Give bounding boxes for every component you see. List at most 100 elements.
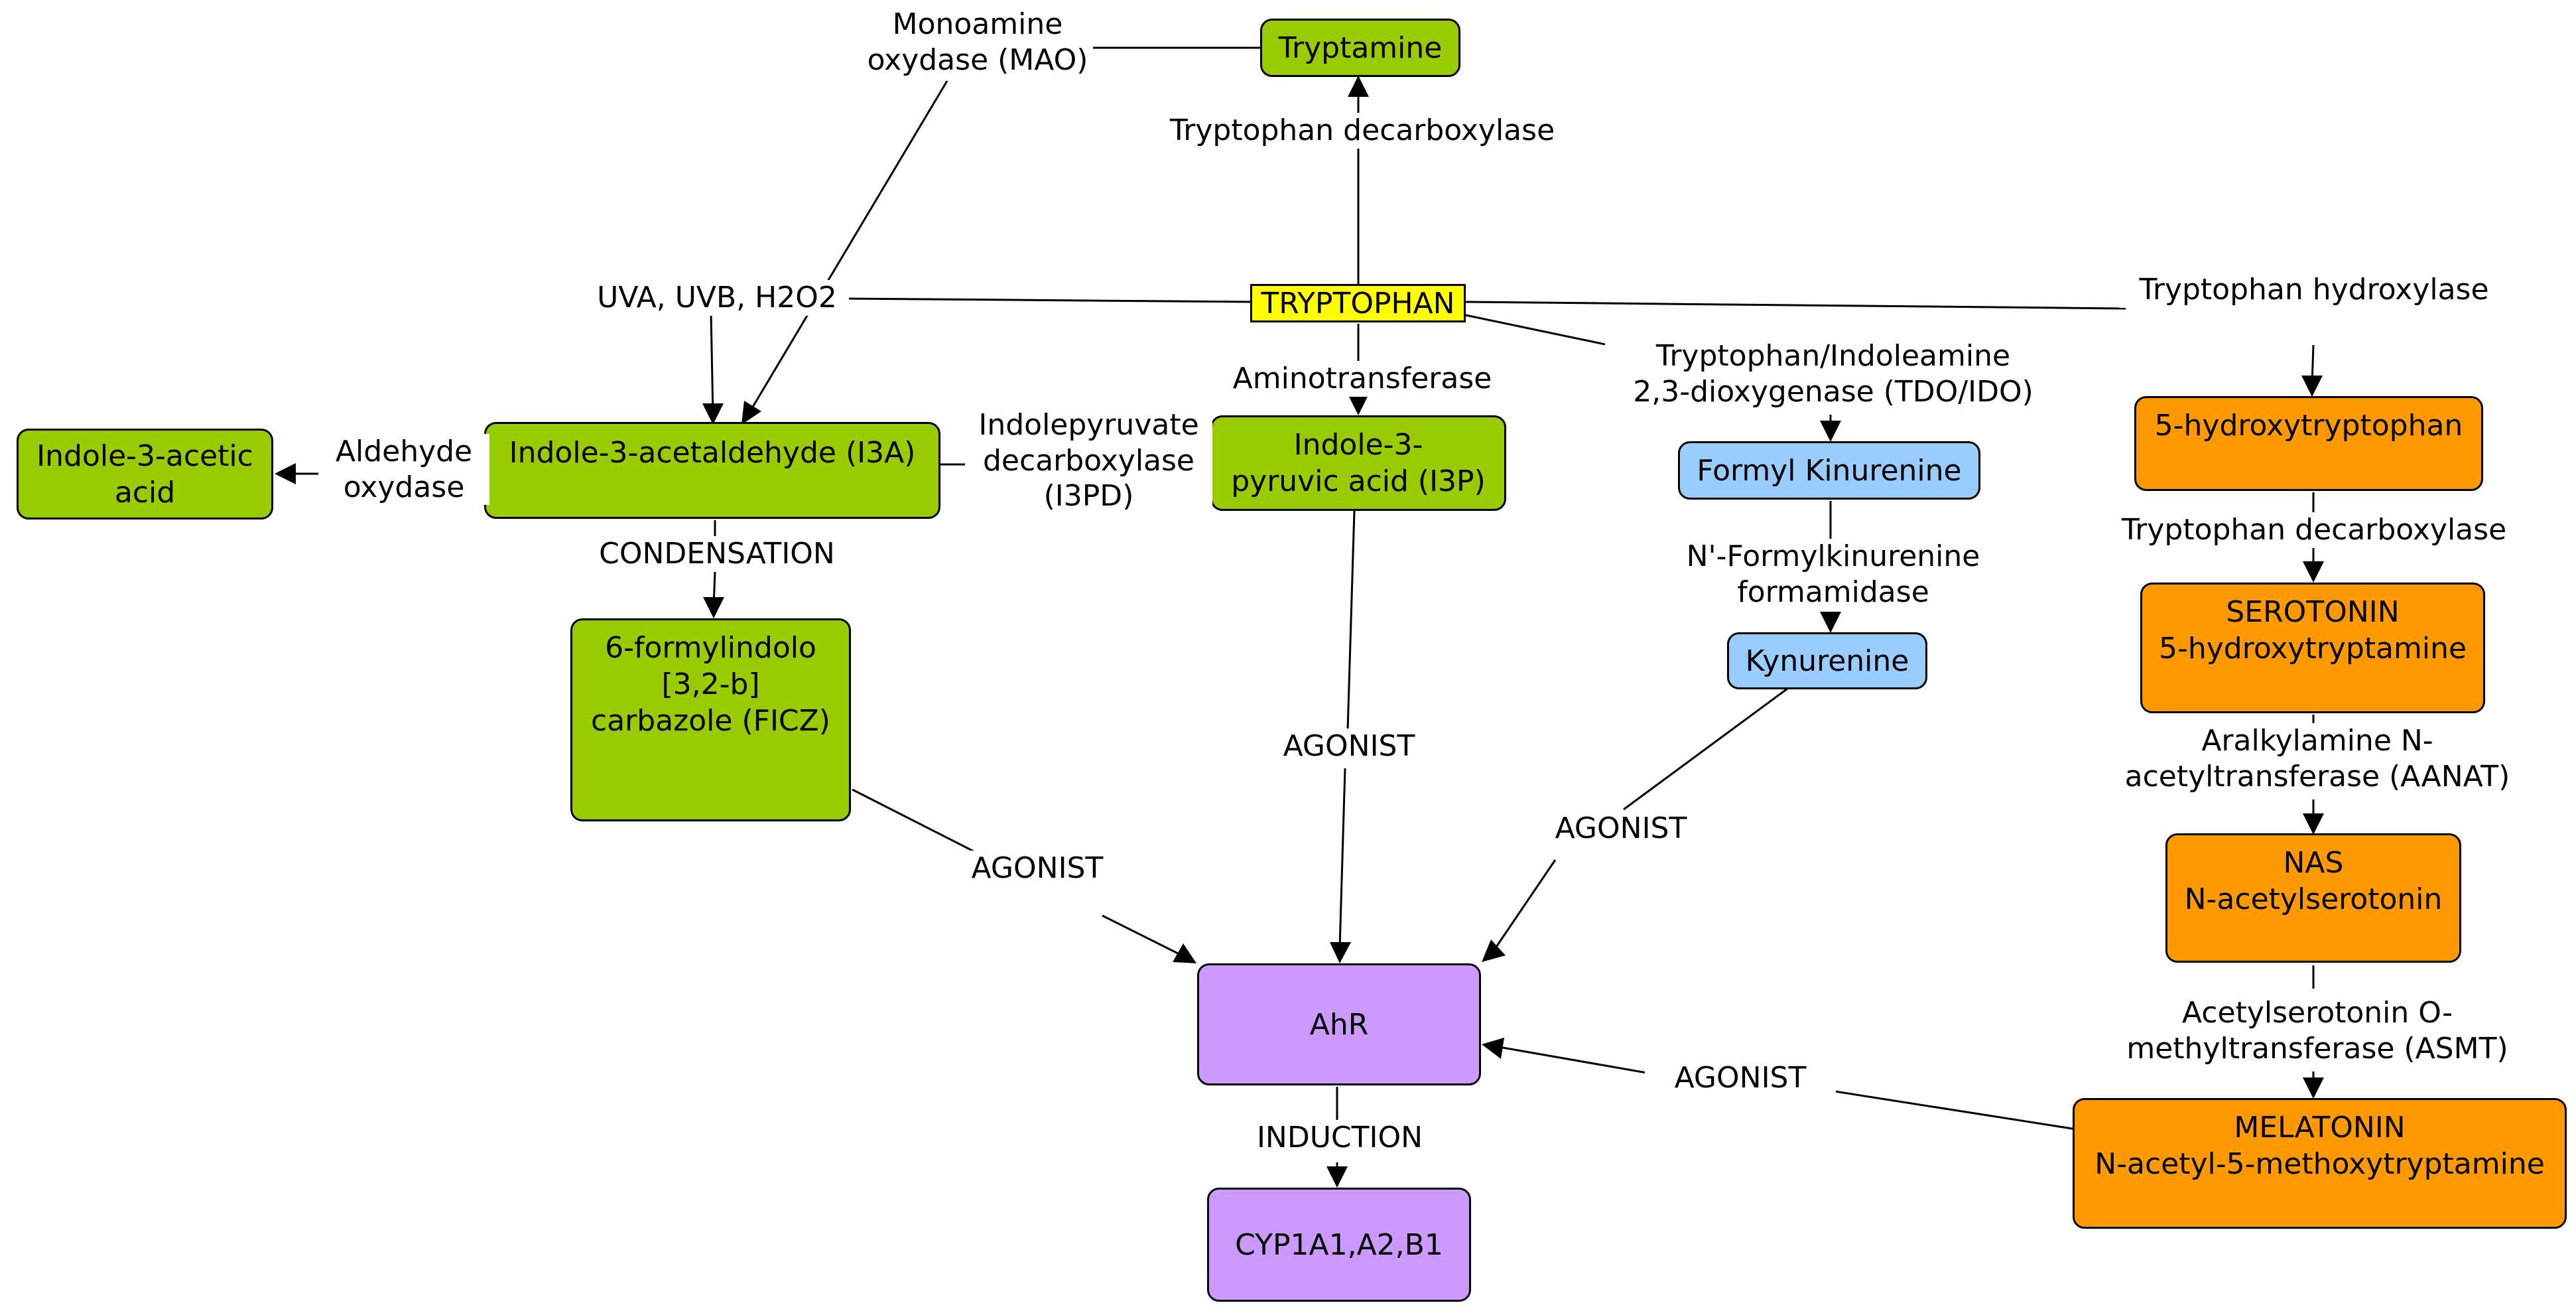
- label-tryptophan-hydroxylase: Tryptophan hydroxylase: [2119, 272, 2509, 308]
- node-ficz-line3: carbazole (FICZ): [591, 704, 830, 738]
- node-formyl-kynurenine-label: Formyl Kinurenine: [1697, 453, 1962, 488]
- node-kynurenine-label: Kynurenine: [1745, 644, 1909, 678]
- arrowhead-cyp: [1326, 1166, 1348, 1188]
- edge-kyn-ahr: [1623, 687, 1788, 811]
- node-indole-acetic-acid[interactable]: Indole-3-acetic acid: [17, 429, 273, 519]
- edge-ficz-ahr-2: [1102, 914, 1180, 955]
- node-ficz-line1: 6-formylindolo: [605, 631, 816, 665]
- label-aminotransferase: Aminotransferase: [1217, 361, 1508, 397]
- label-trp-decarb-top-text: Tryptophan decarboxylase: [1169, 113, 1555, 147]
- node-serotonin[interactable]: SEROTONIN 5-hydroxytryptamine: [2140, 583, 2485, 713]
- arrowhead-ficz: [703, 597, 724, 618]
- node-ficz-line2: [3,2-b]: [661, 667, 760, 701]
- label-i3pd-line3: (I3PD): [1043, 479, 1134, 514]
- node-cyp-label: CYP1A1,A2,B1: [1235, 1227, 1443, 1262]
- label-aanat: Aralkylamine N- acetyltransferase (AANAT…: [2089, 723, 2545, 795]
- node-i3p-line1: Indole-3-: [1293, 428, 1423, 462]
- node-i3a[interactable]: Indole-3-acetaldehyde (I3A): [484, 422, 940, 519]
- label-agonist-ficz: AGONIST: [942, 851, 1133, 886]
- arrowhead-i3a-uv: [702, 403, 724, 425]
- node-i3p[interactable]: Indole-3- pyruvic acid (I3P): [1210, 415, 1506, 511]
- label-formamidase: N'-Formylkinurenine formamidase: [1645, 539, 2022, 610]
- label-aldehyde-line2: oxydase: [343, 470, 465, 504]
- label-aldehyde-oxydase: Aldehyde oxydase: [318, 434, 489, 506]
- edge-i3p-ahr: [1346, 510, 1356, 730]
- node-melatonin[interactable]: MELATONIN N-acetyl-5-methoxytryptamine: [2073, 1098, 2567, 1229]
- label-agonist-i3p: AGONIST: [1254, 728, 1445, 764]
- label-induction: INDUCTION: [1231, 1120, 1449, 1156]
- label-i3pd-line2: decarboxylase: [983, 443, 1194, 478]
- node-ficz[interactable]: 6-formylindolo [3,2-b] carbazole (FICZ): [570, 618, 851, 821]
- node-cyp[interactable]: CYP1A1,A2,B1: [1207, 1188, 1471, 1302]
- edge-mao-i3a: [745, 80, 948, 419]
- label-formamidase-line1: N'-Formylkinurenine: [1686, 539, 1980, 573]
- arrowhead-htp: [2301, 376, 2323, 397]
- node-nas-line2: N-acetylserotonin: [2184, 882, 2443, 916]
- arrowhead-i3a-mao: [741, 401, 761, 425]
- label-i3pd: Indolepyruvate decarboxylase (I3PD): [965, 407, 1212, 515]
- arrowhead-melatonin: [2303, 1077, 2324, 1099]
- label-aminotransferase-text: Aminotransferase: [1232, 362, 1492, 395]
- label-agonist-i3p-text: AGONIST: [1283, 729, 1415, 763]
- label-agonist-kynurenine: AGONIST: [1525, 811, 1716, 847]
- label-aldehyde-line1: Aldehyde: [335, 435, 473, 468]
- arrowhead-nas: [2303, 813, 2324, 835]
- arrowhead-ahr-i3p: [1330, 942, 1351, 963]
- edge-ficz-ahr: [852, 788, 974, 853]
- arrowhead-iaa: [275, 463, 296, 484]
- node-tryptamine[interactable]: Tryptamine: [1260, 19, 1460, 77]
- node-nas[interactable]: NAS N-acetylserotonin: [2165, 833, 2461, 963]
- node-serotonin-line1: SEROTONIN: [2226, 595, 2400, 629]
- node-ahr[interactable]: AhR: [1197, 963, 1481, 1085]
- node-5-hydroxytryptophan[interactable]: 5-hydroxytryptophan: [2134, 396, 2483, 491]
- label-aanat-line1: Aralkylamine N-: [2201, 724, 2433, 758]
- edge-mel-ahr-2: [1498, 1046, 1659, 1076]
- arrowhead-tryptamine: [1348, 76, 1369, 97]
- node-i3a-label: Indole-3-acetaldehyde (I3A): [509, 436, 916, 470]
- edge-tryptophan-uv: [842, 297, 1254, 303]
- node-tryptophan-label: TRYPTOPHAN: [1261, 286, 1455, 320]
- label-i3pd-line1: Indolepyruvate: [978, 408, 1199, 442]
- label-tdo-ido: Tryptophan/Indoleamine 2,3-dioxygenase (…: [1605, 338, 2061, 410]
- node-i3p-line2: pyruvic acid (I3P): [1231, 464, 1486, 498]
- label-mao-line2: oxydase (MAO): [867, 42, 1088, 77]
- arrowhead-kyn: [1820, 612, 1841, 633]
- arrowhead-ahr-mel: [1482, 1038, 1504, 1059]
- label-tdo-ido-line1: Tryptophan/Indoleamine: [1655, 339, 2011, 373]
- label-uv-text: UVA, UVB, H2O2: [597, 281, 837, 314]
- arrowhead-i3p: [1348, 394, 1369, 415]
- label-trp-hydroxylase-text: Tryptophan hydroxylase: [2139, 273, 2489, 307]
- arrowhead-ahr-ficz: [1173, 943, 1196, 963]
- node-formyl-kynurenine[interactable]: Formyl Kinurenine: [1678, 441, 1980, 500]
- label-formamidase-line2: formamidase: [1737, 575, 1929, 609]
- label-tryptophan-decarboxylase-top: Tryptophan decarboxylase: [1157, 113, 1567, 149]
- label-induction-text: INDUCTION: [1256, 1121, 1423, 1154]
- label-aanat-line2: acetyltransferase (AANAT): [2124, 759, 2510, 794]
- arrowhead-ahr-kyn: [1482, 939, 1506, 962]
- node-iaa-line1: Indole-3-acetic: [36, 439, 253, 473]
- node-tryptophan[interactable]: TRYPTOPHAN: [1250, 284, 1466, 322]
- edge-kyn-ahr-2: [1491, 859, 1557, 953]
- label-uv: UVA, UVB, H2O2: [585, 280, 849, 316]
- label-asmt-line2: methyltransferase (ASMT): [2126, 1031, 2508, 1066]
- label-agonist-kyn-text: AGONIST: [1555, 811, 1687, 845]
- label-tdo-ido-line2: 2,3-dioxygenase (TDO/IDO): [1633, 374, 2033, 409]
- node-htp-label: 5-hydroxytryptophan: [2154, 409, 2463, 443]
- label-agonist-ficz-text: AGONIST: [971, 851, 1104, 885]
- arrowhead-serotonin: [2303, 561, 2324, 583]
- edge-tryptophan-tdo: [1465, 314, 1609, 346]
- label-trp-decarb-right-text: Tryptophan decarboxylase: [2121, 513, 2507, 547]
- node-nas-line1: NAS: [2283, 846, 2344, 880]
- label-asmt-line1: Acetylserotonin O-: [2181, 996, 2453, 1030]
- arrowhead-formyl: [1820, 421, 1841, 442]
- edge-tryptophan-hydroxylase: [1465, 301, 2126, 310]
- label-condensation: CONDENSATION: [572, 536, 862, 572]
- node-melatonin-line2: N-acetyl-5-methoxytryptamine: [2094, 1147, 2545, 1181]
- node-kynurenine[interactable]: Kynurenine: [1727, 632, 1927, 689]
- edge-i3p-ahr-2: [1338, 768, 1346, 948]
- label-mao: Monoamine oxydase (MAO): [862, 7, 1093, 78]
- label-asmt: Acetylserotonin O- methyltransferase (AS…: [2089, 995, 2545, 1067]
- node-iaa-line2: acid: [114, 475, 176, 510]
